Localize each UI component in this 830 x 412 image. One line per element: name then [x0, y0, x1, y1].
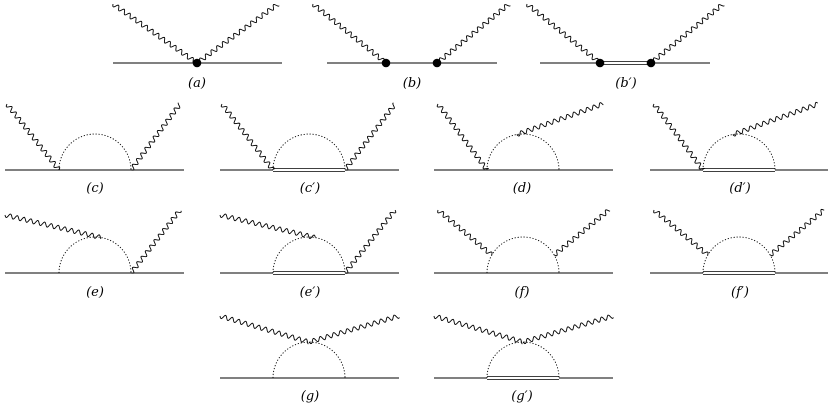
photon-line-right	[344, 209, 397, 274]
diagram-label: (f′)	[731, 285, 749, 300]
diagram-d-prime: (d′)	[650, 101, 828, 196]
loop-arc	[702, 236, 776, 274]
diagram-g-prime: (g′)	[433, 314, 614, 404]
loop-arc	[702, 133, 776, 171]
diagram-b-prime: (b′)	[526, 3, 725, 91]
loop-arc	[272, 133, 346, 171]
photon-line-right	[130, 210, 182, 274]
diagram-label: (e)	[86, 285, 104, 300]
vertex-dot	[192, 58, 202, 68]
loop-arc	[58, 133, 132, 171]
diagram-d: (d)	[434, 102, 613, 196]
diagram-label: (e′)	[300, 285, 321, 300]
diagram-f: (f)	[434, 209, 613, 300]
photon-line-right	[130, 102, 181, 171]
photon-line-left	[4, 213, 102, 240]
loop-arc	[272, 341, 346, 379]
photon-line-right	[344, 102, 395, 171]
diagram-label: (b)	[403, 76, 421, 91]
photon-line-left	[526, 3, 600, 65]
diagram-label: (g)	[301, 389, 319, 404]
diagram-label: (a)	[188, 76, 206, 91]
diagram-label: (f)	[515, 285, 530, 300]
loop-arc	[486, 341, 560, 379]
loop-arc	[272, 236, 346, 274]
photon-line-left	[312, 3, 386, 65]
diagram-label: (c′)	[300, 181, 320, 196]
photon-line-right	[196, 3, 280, 65]
diagram-label: (d)	[513, 181, 531, 196]
photon-line-right	[650, 4, 725, 65]
photon-line-left	[433, 314, 523, 345]
diagram-b: (b)	[312, 3, 511, 91]
loop-arc	[58, 236, 132, 274]
diagram-label: (b′)	[615, 76, 636, 91]
vertex-dot	[595, 58, 605, 68]
photon-line-left	[652, 103, 705, 170]
diagram-label: (g′)	[511, 389, 532, 404]
photon-line-left	[653, 209, 709, 256]
photon-line-left	[436, 103, 489, 170]
photon-line-right	[308, 314, 400, 345]
diagram-a: (a)	[112, 3, 282, 91]
photon-line-left	[112, 3, 199, 64]
loop-arc	[486, 236, 560, 274]
diagram-g: (g)	[219, 314, 400, 404]
loop-arc	[486, 133, 560, 171]
photon-line-right	[732, 101, 818, 137]
photon-line-left	[219, 314, 309, 345]
vertex-dot	[432, 58, 442, 68]
vertex-dot	[646, 58, 656, 68]
photon-line-right	[436, 4, 511, 65]
vertex-dot	[381, 58, 391, 68]
diagram-label: (d′)	[729, 181, 750, 196]
photon-line-right	[522, 314, 614, 345]
diagram-e-prime: (e′)	[219, 209, 399, 300]
photon-line-left	[5, 103, 61, 171]
diagram-c: (c)	[5, 102, 184, 196]
photon-line-right	[554, 209, 611, 257]
diagram-f-prime: (f′)	[650, 208, 828, 300]
photon-line-left	[219, 213, 316, 239]
photon-line-left	[220, 103, 275, 170]
diagram-label: (c)	[86, 181, 103, 196]
photon-line-right	[516, 102, 604, 137]
diagram-e: (e)	[4, 210, 184, 300]
photon-line-right	[770, 208, 825, 257]
photon-line-left	[437, 209, 493, 256]
diagram-c-prime: (c′)	[220, 102, 399, 196]
